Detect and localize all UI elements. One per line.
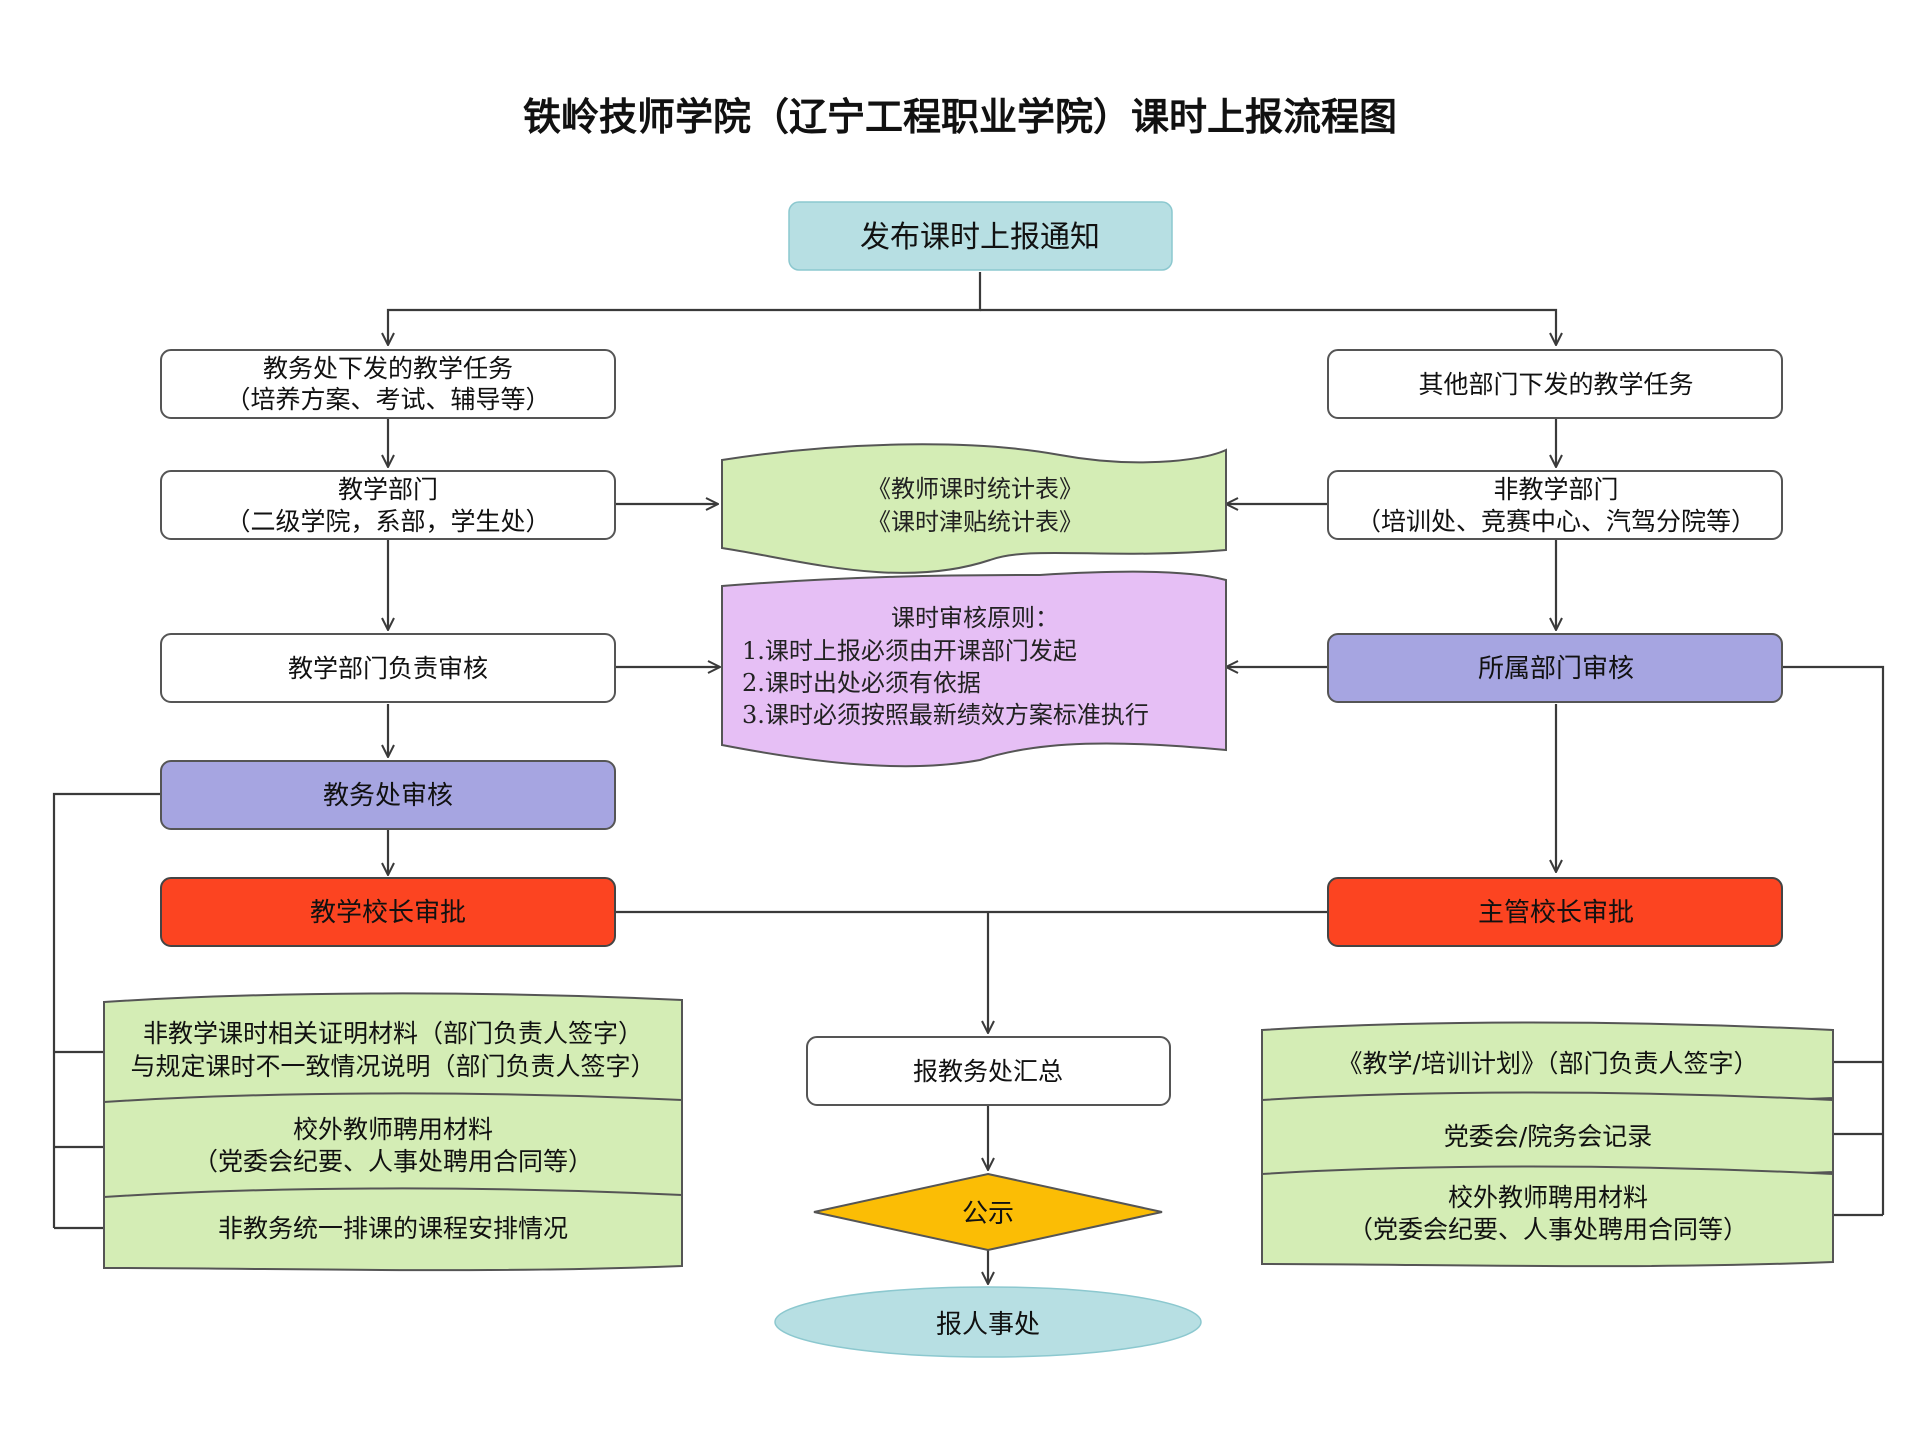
left-doc-1-line-2: 与规定课时不一致情况说明（部门负责人签字） [130,1052,655,1081]
supervising-president-node: 主管校长审批 [1327,877,1783,947]
left-doc-2-line-1: 校外教师聘用材料 [293,1115,493,1144]
svg-text:教学校长审批: 教学校长审批 [310,898,466,928]
svg-text:（二级学院，系部，学生处）: （二级学院，系部，学生处） [225,507,550,536]
summary-node: 报教务处汇总 [806,1036,1171,1106]
svg-text:（培养方案、考试、辅导等）: （培养方案、考试、辅导等） [225,385,550,414]
publicity-decision: 公示 [813,1172,1163,1252]
start-node: 发布课时上报通知 [788,201,1173,271]
teaching-president-node: 教学校长审批 [160,877,616,947]
stats-document: 《教师课时统计表》 《课时津贴统计表》 [721,443,1227,574]
svg-text:1.课时上报必须由开课部门发起: 1.课时上报必须由开课部门发起 [742,637,1077,665]
svg-text:教务处审核: 教务处审核 [323,781,453,811]
right-task-node: 其他部门下发的教学任务 [1327,349,1783,419]
svg-text:报教务处汇总: 报教务处汇总 [913,1057,1063,1086]
left-task-node: 教务处下发的教学任务 （培养方案、考试、辅导等） [160,349,616,419]
svg-text:非教学部门: 非教学部门 [1493,475,1618,504]
right-doc-3-line-1: 校外教师聘用材料 [1448,1183,1648,1212]
connectors [52,272,1885,1284]
teaching-head-review-node: 教学部门负责审核 [160,633,616,703]
svg-text:其他部门下发的教学任务: 其他部门下发的教学任务 [1418,370,1693,399]
left-doc-1-line-1: 非教学课时相关证明材料（部门负责人签字） [143,1019,643,1048]
academic-review-node: 教务处审核 [160,760,616,830]
right-document-stack: 《教学/培训计划》（部门负责人签字） 党委会/院务会记录 校外教师聘用材料 （党… [1261,1021,1834,1268]
svg-text:教学部门: 教学部门 [338,475,438,504]
svg-text:公示: 公示 [962,1199,1014,1229]
svg-text:教学部门负责审核: 教学部门负责审核 [288,654,488,683]
svg-text:主管校长审批: 主管校长审批 [1478,898,1634,928]
dept-review-node: 所属部门审核 [1327,633,1783,703]
left-document-stack: 非教学课时相关证明材料（部门负责人签字） 与规定课时不一致情况说明（部门负责人签… [103,992,683,1272]
right-doc-1-line-1: 《教学/培训计划》（部门负责人签字） [1338,1049,1759,1078]
left-doc-3-line-1: 非教务统一排课的课程安排情况 [218,1214,568,1243]
svg-text:教务处下发的教学任务: 教务处下发的教学任务 [263,354,513,383]
teaching-dept-node: 教学部门 （二级学院，系部，学生处） [160,470,616,540]
principles-document: 课时审核原则： 1.课时上报必须由开课部门发起 2.课时出处必须有依据 3.课时… [721,570,1227,768]
svg-text:《课时津贴统计表》: 《课时津贴统计表》 [867,508,1083,536]
svg-text:2.课时出处必须有依据: 2.课时出处必须有依据 [742,669,981,697]
svg-text:报人事处: 报人事处 [936,1310,1040,1340]
non-teaching-dept-node: 非教学部门 （培训处、竞赛中心、汽驾分院等） [1327,470,1783,540]
svg-text:发布课时上报通知: 发布课时上报通知 [860,220,1100,255]
svg-text:所属部门审核: 所属部门审核 [1478,654,1634,684]
right-doc-2-line-1: 党委会/院务会记录 [1444,1122,1652,1151]
svg-text:（培训处、竞赛中心、汽驾分院等）: （培训处、竞赛中心、汽驾分院等） [1356,507,1756,536]
right-doc-3-line-2: （党委会纪要、人事处聘用合同等） [1348,1215,1748,1244]
svg-text:3.课时必须按照最新绩效方案标准执行: 3.课时必须按照最新绩效方案标准执行 [742,701,1149,729]
svg-text:课时审核原则：: 课时审核原则： [891,604,1059,632]
hr-end-node: 报人事处 [774,1286,1202,1358]
svg-text:《教师课时统计表》: 《教师课时统计表》 [867,475,1083,503]
chart-title: 铁岭技师学院（辽宁工程职业学院）课时上报流程图 [523,94,1397,139]
left-doc-2-line-2: （党委会纪要、人事处聘用合同等） [193,1147,593,1176]
